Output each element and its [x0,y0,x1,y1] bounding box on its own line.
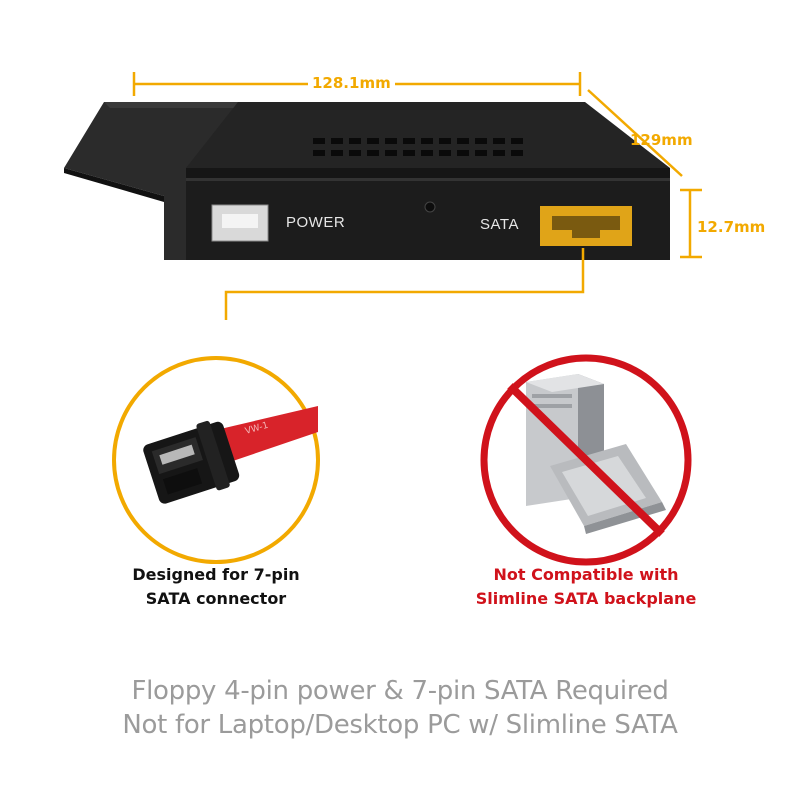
compatible-caption: Designed for 7-pin SATA connector [96,563,336,611]
width-dimension: 128.1mm [308,74,395,92]
sata-cable-icon [216,406,318,464]
incompatible-caption: Not Compatible with Slimline SATA backpl… [436,563,736,611]
mounting-bracket [64,102,238,260]
compatible-caption-line2: SATA connector [145,589,287,608]
height-dimension: 12.7mm [697,218,766,236]
screw-icon [424,201,436,213]
enclosure-top [186,102,670,168]
incompatible-caption-line1: Not Compatible with [493,565,679,584]
incompatible-caption-line2: Slimline SATA backplane [475,589,697,608]
sata-cable-circle: VW-1 [112,356,320,564]
footer-line2: Not for Laptop/Desktop PC w/ Slimline SA… [122,710,678,740]
dimension-lines [132,72,702,320]
vent-slots [313,138,523,156]
incompatible-circle [480,354,692,566]
footer-line1: Floppy 4-pin power & 7-pin SATA Required [131,676,669,706]
compatible-caption-line1: Designed for 7-pin [132,565,300,584]
depth-dimension: 129mm [630,131,693,149]
sata-label: SATA [480,216,519,233]
power-label: POWER [286,214,346,231]
enclosure-illustration [64,72,702,320]
